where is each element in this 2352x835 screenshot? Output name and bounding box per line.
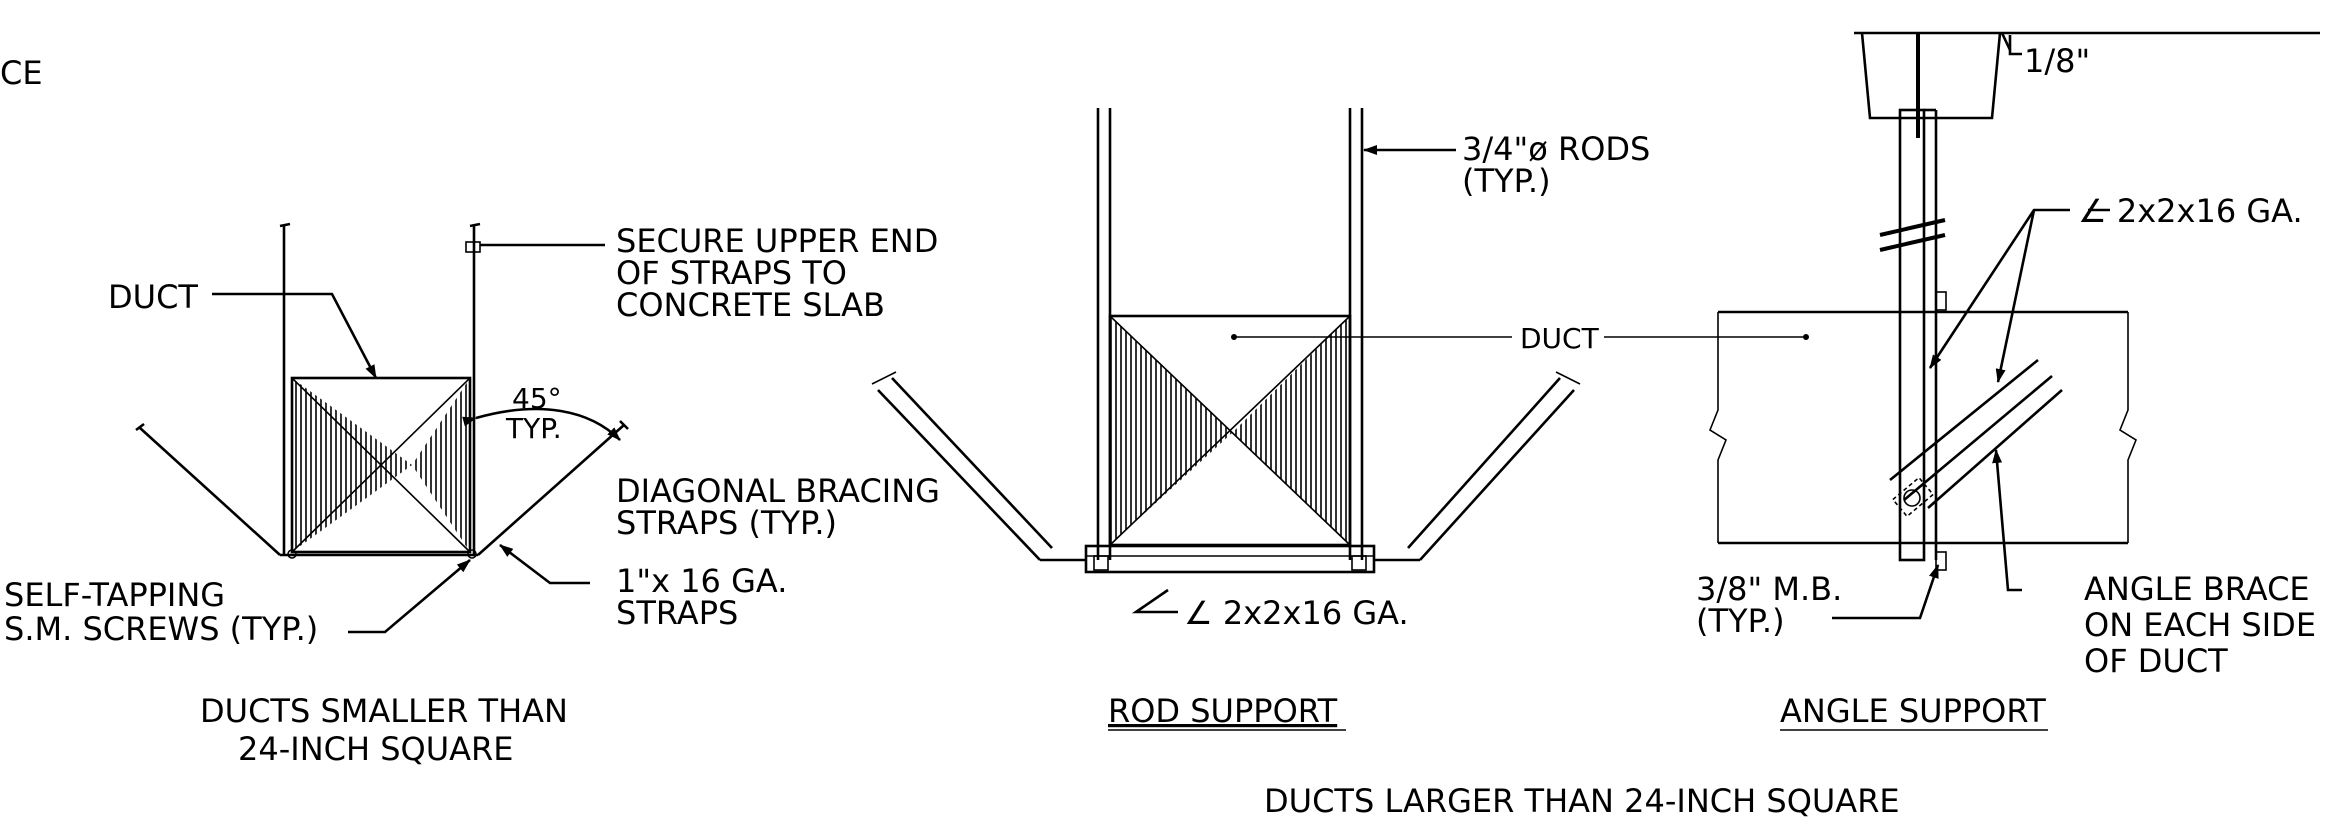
rod-duct-box bbox=[1108, 314, 1352, 547]
angle-support-detail bbox=[1709, 31, 2320, 620]
angle-support-size-label: ∠ 2x2x16 GA. bbox=[2078, 192, 2303, 230]
caption-small-ducts-line2: 24-INCH SQUARE bbox=[238, 730, 513, 768]
secure-straps-note-line1: SECURE UPPER END bbox=[616, 222, 938, 260]
machine-bolt-note-line2: (TYP.) bbox=[1696, 602, 1785, 640]
angle-45-label: 45° bbox=[512, 382, 562, 415]
angle-brace-note-line2: ON EACH SIDE bbox=[2084, 606, 2316, 644]
caption-angle-support: ANGLE SUPPORT bbox=[1780, 692, 2046, 730]
rods-note-line2: (TYP.) bbox=[1462, 162, 1551, 200]
strap-size-note-line1: 1"x 16 GA. bbox=[616, 562, 787, 600]
machine-bolt-note-line1: 3/8" M.B. bbox=[1696, 570, 1842, 608]
caption-large-ducts: DUCTS LARGER THAN 24-INCH SQUARE bbox=[1264, 782, 1900, 820]
small-duct-detail bbox=[135, 222, 629, 634]
diagonal-bracing-note-line1: DIAGONAL BRACING bbox=[616, 472, 940, 510]
rod-angle-size-label: ∠ 2x2x16 GA. bbox=[1184, 594, 1409, 632]
screws-note-line1: SELF-TAPPING bbox=[4, 576, 225, 614]
cut-off-label: CE bbox=[0, 54, 43, 92]
secure-straps-note-line2: OF STRAPS TO bbox=[616, 254, 847, 292]
weld-size-label: 1/8" bbox=[2024, 42, 2090, 80]
angle-brace-note-line1: ANGLE BRACE bbox=[2084, 570, 2310, 608]
angle-brace-note-line3: OF DUCT bbox=[2084, 642, 2228, 680]
secure-straps-note-line3: CONCRETE SLAB bbox=[616, 286, 885, 324]
rods-note-line1: 3/4"ø RODS bbox=[1462, 130, 1650, 168]
screws-note-line2: S.M. SCREWS (TYP.) bbox=[4, 610, 318, 648]
caption-small-ducts-line1: DUCTS SMALLER THAN bbox=[200, 692, 568, 730]
caption-rod-support: ROD SUPPORT bbox=[1108, 692, 1338, 730]
angle-typ-label: TYP. bbox=[505, 412, 562, 445]
small-duct-box bbox=[290, 376, 472, 554]
diagonal-bracing-note-line2: STRAPS (TYP.) bbox=[616, 504, 837, 542]
strap-size-note-line2: STRAPS bbox=[616, 594, 738, 632]
duct-label-center: DUCT bbox=[1520, 322, 1600, 355]
labels: CE DUCT SECURE UPPER END OF STRAPS TO CO… bbox=[0, 42, 2316, 820]
rod-support-detail bbox=[871, 108, 1809, 614]
duct-label-left: DUCT bbox=[108, 278, 198, 316]
